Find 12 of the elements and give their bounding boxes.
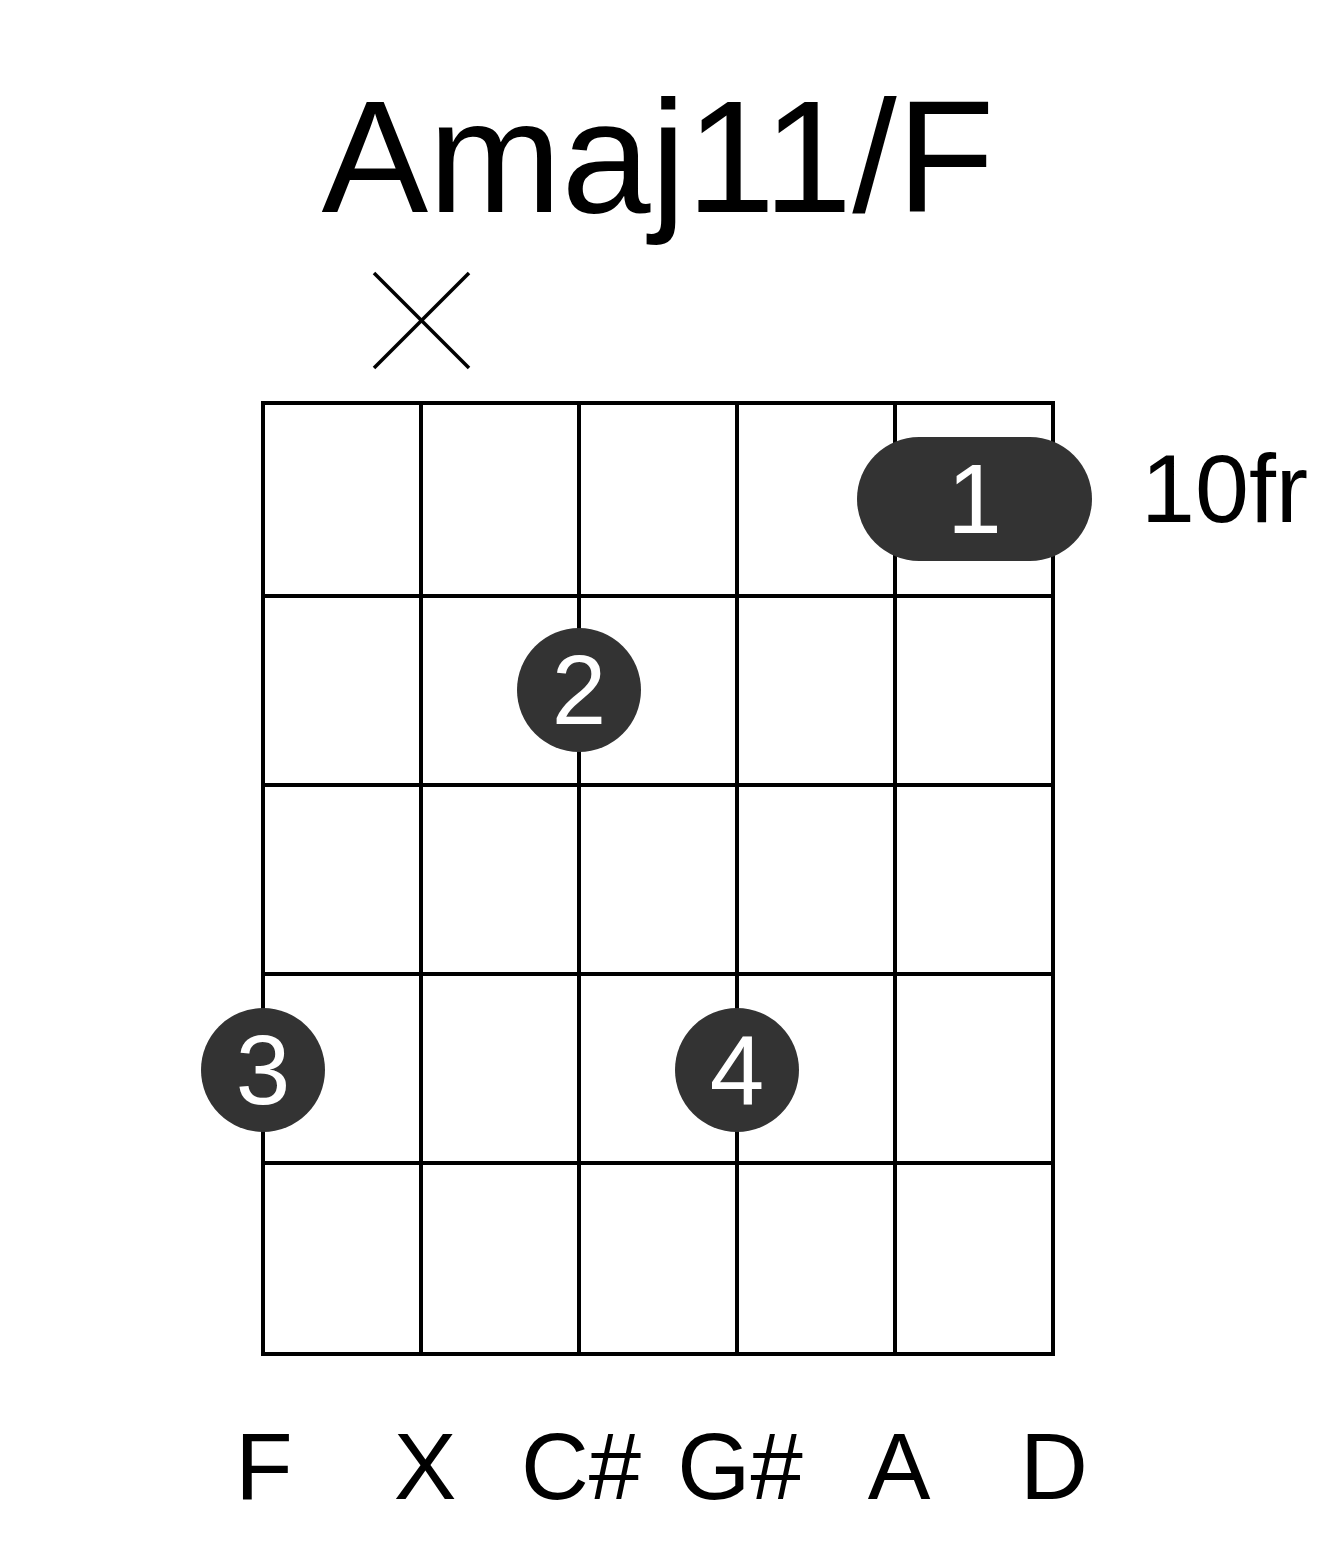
fret-position-label: 10fr <box>1141 440 1309 537</box>
string-note-label: A <box>867 1420 931 1514</box>
string-note-label: X <box>393 1420 457 1514</box>
string-note-label: D <box>1020 1420 1088 1514</box>
string-note-label: F <box>235 1420 293 1514</box>
string-note-label: G# <box>677 1420 803 1514</box>
finger-number: 2 <box>551 641 607 739</box>
finger-number: 1 <box>947 450 1002 548</box>
chord-title: Amaj11/F <box>321 66 995 248</box>
finger-number: 3 <box>235 1021 291 1119</box>
string-note-label: C# <box>520 1420 642 1514</box>
finger-number: 4 <box>709 1021 765 1119</box>
